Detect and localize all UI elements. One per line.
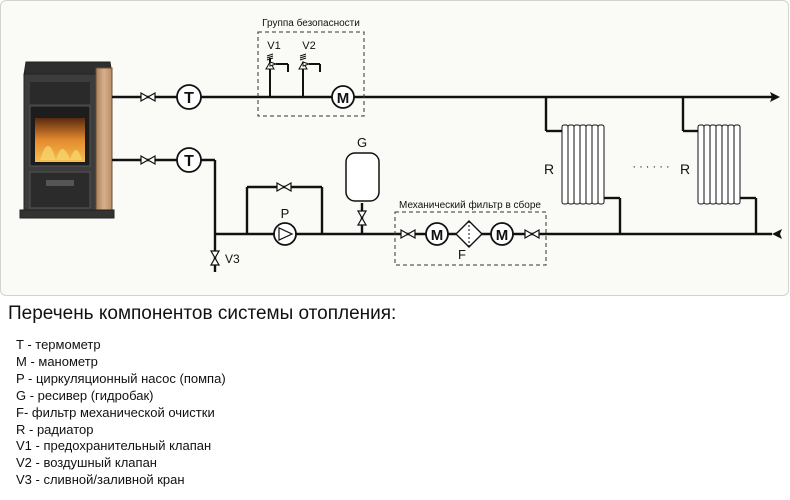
thermometer-supply-label: T (184, 90, 194, 107)
radiator-continuation-dots: · · · · · · (632, 161, 669, 173)
pump-label: P (281, 206, 290, 221)
manometer-safety (331, 85, 355, 109)
supply-arrow-icon (770, 92, 780, 102)
valve-v2-label: V2 (302, 40, 315, 52)
safety-valve-v1-icon (265, 53, 278, 70)
thermometer-return: T (176, 147, 202, 173)
air-valve-v2-icon (298, 53, 311, 70)
return-valve-icon (140, 154, 156, 166)
thermometer-return-label: T (184, 153, 194, 170)
legend-item-thermometer: T - термометр (16, 337, 101, 352)
valve-v1-label: V1 (267, 40, 280, 52)
manometer-filter-right (490, 222, 514, 246)
manometer-filter-right-label: M (496, 227, 509, 244)
radiator-1-icon (561, 124, 605, 205)
radiator-2-icon (697, 124, 741, 205)
filter-group-label: Механический фильтр в сборе (399, 199, 541, 211)
return-pipe (112, 97, 772, 272)
manometer-filter-left (425, 222, 449, 246)
bypass-valve-icon (276, 181, 292, 193)
filter-label: F (458, 247, 466, 262)
valve-v3-label: V3 (225, 252, 240, 266)
filter-f-icon (455, 220, 483, 248)
legend-item-radiator: R - радиатор (16, 421, 94, 437)
filter-valve-right-icon (524, 228, 540, 240)
filter-valve-left-icon (400, 228, 416, 240)
safety-group-label: Группа безопасности (262, 17, 360, 29)
filter-group: Механический фильтр в сборе M F M (394, 199, 547, 266)
safety-group: Группа безопасности V1 V2 M (257, 17, 365, 117)
heating-schematic: T Группа безопасности V1 V2 (19, 17, 782, 272)
pump-icon (273, 222, 297, 246)
legend-item-air-valve: V2 - воздушный клапан (16, 455, 157, 471)
drain-valve-v3-icon (209, 250, 221, 266)
stove-fireplace (19, 61, 115, 219)
thermometer-supply: T (176, 84, 202, 110)
legend-item-drain-valve: V3 - сливной/заливной кран (16, 472, 185, 488)
legend-title: Перечень компонентов системы отопления: (8, 303, 397, 324)
radiator-2-label: R (680, 161, 690, 177)
legend-list: T - термометр M - манометр P - циркуляци… (16, 337, 226, 489)
legend-item-pump: P - циркуляционный насос (помпа) (16, 370, 226, 386)
manometer-safety-label: M (337, 90, 350, 107)
return-arrow-icon (772, 229, 782, 239)
receiver-tank-icon (345, 152, 380, 226)
supply-valve-icon (140, 91, 156, 103)
legend-item-receiver: G - ресивер (гидробак) (16, 387, 154, 403)
legend-item-filter: F- фильтр механической очистки (16, 404, 215, 420)
legend-item-safety-valve: V1 - предохранительный клапан (16, 438, 212, 454)
radiator-1-label: R (544, 161, 554, 177)
receiver-label: G (357, 135, 367, 150)
manometer-filter-left-label: M (431, 227, 444, 244)
legend-item-manometer: M - манометр (16, 353, 98, 369)
